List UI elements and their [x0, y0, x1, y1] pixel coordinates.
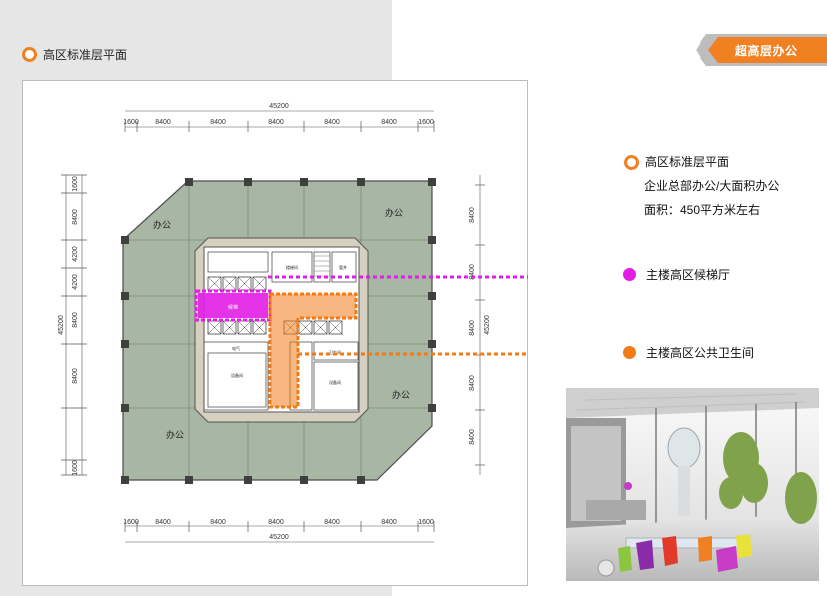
dim-left-2: 8400 [72, 209, 79, 225]
section-title-text: 高区标准层平面 [43, 47, 128, 62]
info-block: 高区标准层平面 企业总部办公/大面积办公 面积：450平方米左右 [624, 150, 779, 222]
callout-lobby-label: 主楼高区候梯厅 [646, 268, 731, 282]
dim-left-3: 4200 [72, 246, 79, 262]
dim-bot-6: 8400 [381, 519, 397, 526]
dim-left-1: 1600 [72, 176, 79, 192]
dim-top-2: 8400 [155, 119, 171, 126]
dim-left-7: 1600 [72, 460, 79, 476]
orange-bullet-icon [22, 46, 37, 62]
dim-bottom-overall: 45200 [269, 534, 289, 541]
room-shaft: 管井 [339, 264, 347, 270]
dim-right-overall: 45200 [484, 315, 491, 335]
callout-restroom: 主楼高区公共卫生间 [623, 344, 754, 361]
dim-bot-4: 8400 [268, 519, 284, 526]
room-equip-right: 设备间 [329, 379, 341, 385]
section-banner [693, 34, 827, 66]
dim-top-5: 8400 [324, 119, 340, 126]
banner-label: 超高层办公 [735, 44, 798, 58]
orange-dot-icon [623, 346, 636, 359]
room-stair: 楼梯间 [286, 264, 298, 270]
dim-top-6: 8400 [381, 119, 397, 126]
dim-top-1: 1600 [123, 119, 139, 126]
info-area: 面积：450平方米左右 [644, 203, 761, 217]
magenta-dot-icon [623, 268, 636, 281]
dim-top-4: 8400 [268, 119, 284, 126]
dim-top-7: 1600 [418, 119, 434, 126]
dim-left-5: 8400 [72, 312, 79, 328]
callout-restroom-label: 主楼高区公共卫生间 [646, 346, 755, 360]
lobby-highlight-border [194, 289, 272, 322]
dim-bot-3: 8400 [210, 519, 226, 526]
dim-bot-1: 1600 [123, 519, 139, 526]
dim-right-1: 8400 [469, 207, 476, 223]
interior-photo [566, 388, 819, 581]
room-equip-left: 设备间 [231, 372, 243, 378]
dim-bot-2: 8400 [155, 519, 171, 526]
dim-right-5: 8400 [469, 429, 476, 445]
restroom-highlight [270, 294, 356, 407]
dim-bot-5: 8400 [324, 519, 340, 526]
lobby-highlight-label: 候梯 [228, 304, 238, 311]
dim-top-3: 8400 [210, 119, 226, 126]
dim-right-2: 8400 [469, 264, 476, 280]
info-usage: 企业总部办公/大面积办公 [644, 179, 780, 193]
floor-plan: 45200 1600 8400 8400 8400 8400 8400 1600… [58, 103, 528, 543]
lobby-highlight [198, 293, 268, 318]
room-elec: 电气 [232, 345, 240, 351]
room-office-nw: 办公 [153, 219, 171, 230]
callout-lobby: 主楼高区候梯厅 [623, 266, 730, 283]
info-title: 高区标准层平面 [645, 155, 730, 169]
section-title: 高区标准层平面 [22, 44, 127, 64]
restroom-highlight-border [268, 292, 358, 409]
orange-bullet-icon [624, 154, 639, 170]
dim-right-4: 8400 [469, 375, 476, 391]
dim-left-6: 8400 [72, 368, 79, 384]
dim-bot-7: 1600 [418, 519, 434, 526]
dim-top-overall: 45200 [269, 103, 289, 110]
dim-right-3: 8400 [469, 320, 476, 336]
room-office-ne: 办公 [385, 207, 403, 218]
room-office-sw: 办公 [166, 429, 184, 440]
room-wc: 卫生间 [329, 349, 341, 355]
room-office-se: 办公 [392, 389, 410, 400]
dim-left-4: 4200 [72, 274, 79, 290]
dim-left-overall: 45200 [58, 315, 65, 335]
